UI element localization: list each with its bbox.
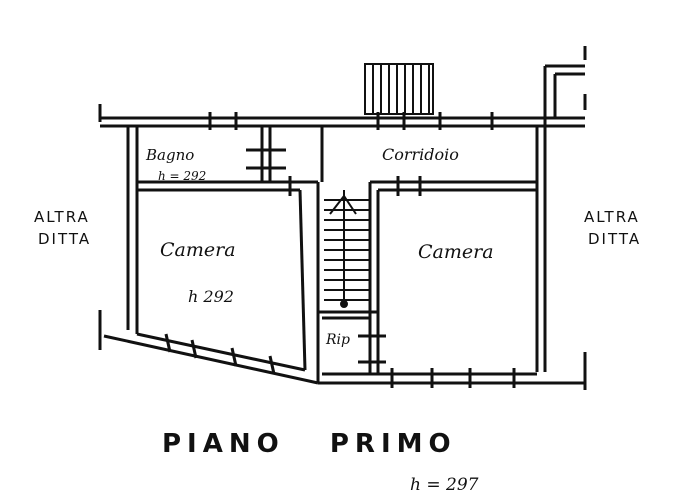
label-room-right: Camera (418, 241, 494, 263)
label-neighbor-right-line2: DITTA (588, 230, 641, 248)
staircase (324, 190, 370, 308)
label-neighbor-right-line1: ALTRA (584, 208, 640, 226)
outer-walls (98, 46, 587, 390)
label-room-left-height: h 292 (188, 287, 234, 306)
label-storage: Rip (325, 332, 350, 348)
label-bathroom: Bagno (145, 146, 194, 164)
balcony-grille (364, 63, 434, 115)
floor-height: h = 297 (410, 475, 479, 495)
label-corridor: Corridoio (382, 145, 459, 164)
window-marks (164, 112, 516, 388)
label-bathroom-height: h = 292 (158, 169, 206, 183)
floor-title: PIANO PRIMO (162, 429, 457, 459)
label-neighbor-left-line1: ALTRA (34, 208, 90, 226)
label-neighbor-left-line2: DITTA (38, 230, 91, 248)
label-room-left: Camera (160, 239, 236, 261)
